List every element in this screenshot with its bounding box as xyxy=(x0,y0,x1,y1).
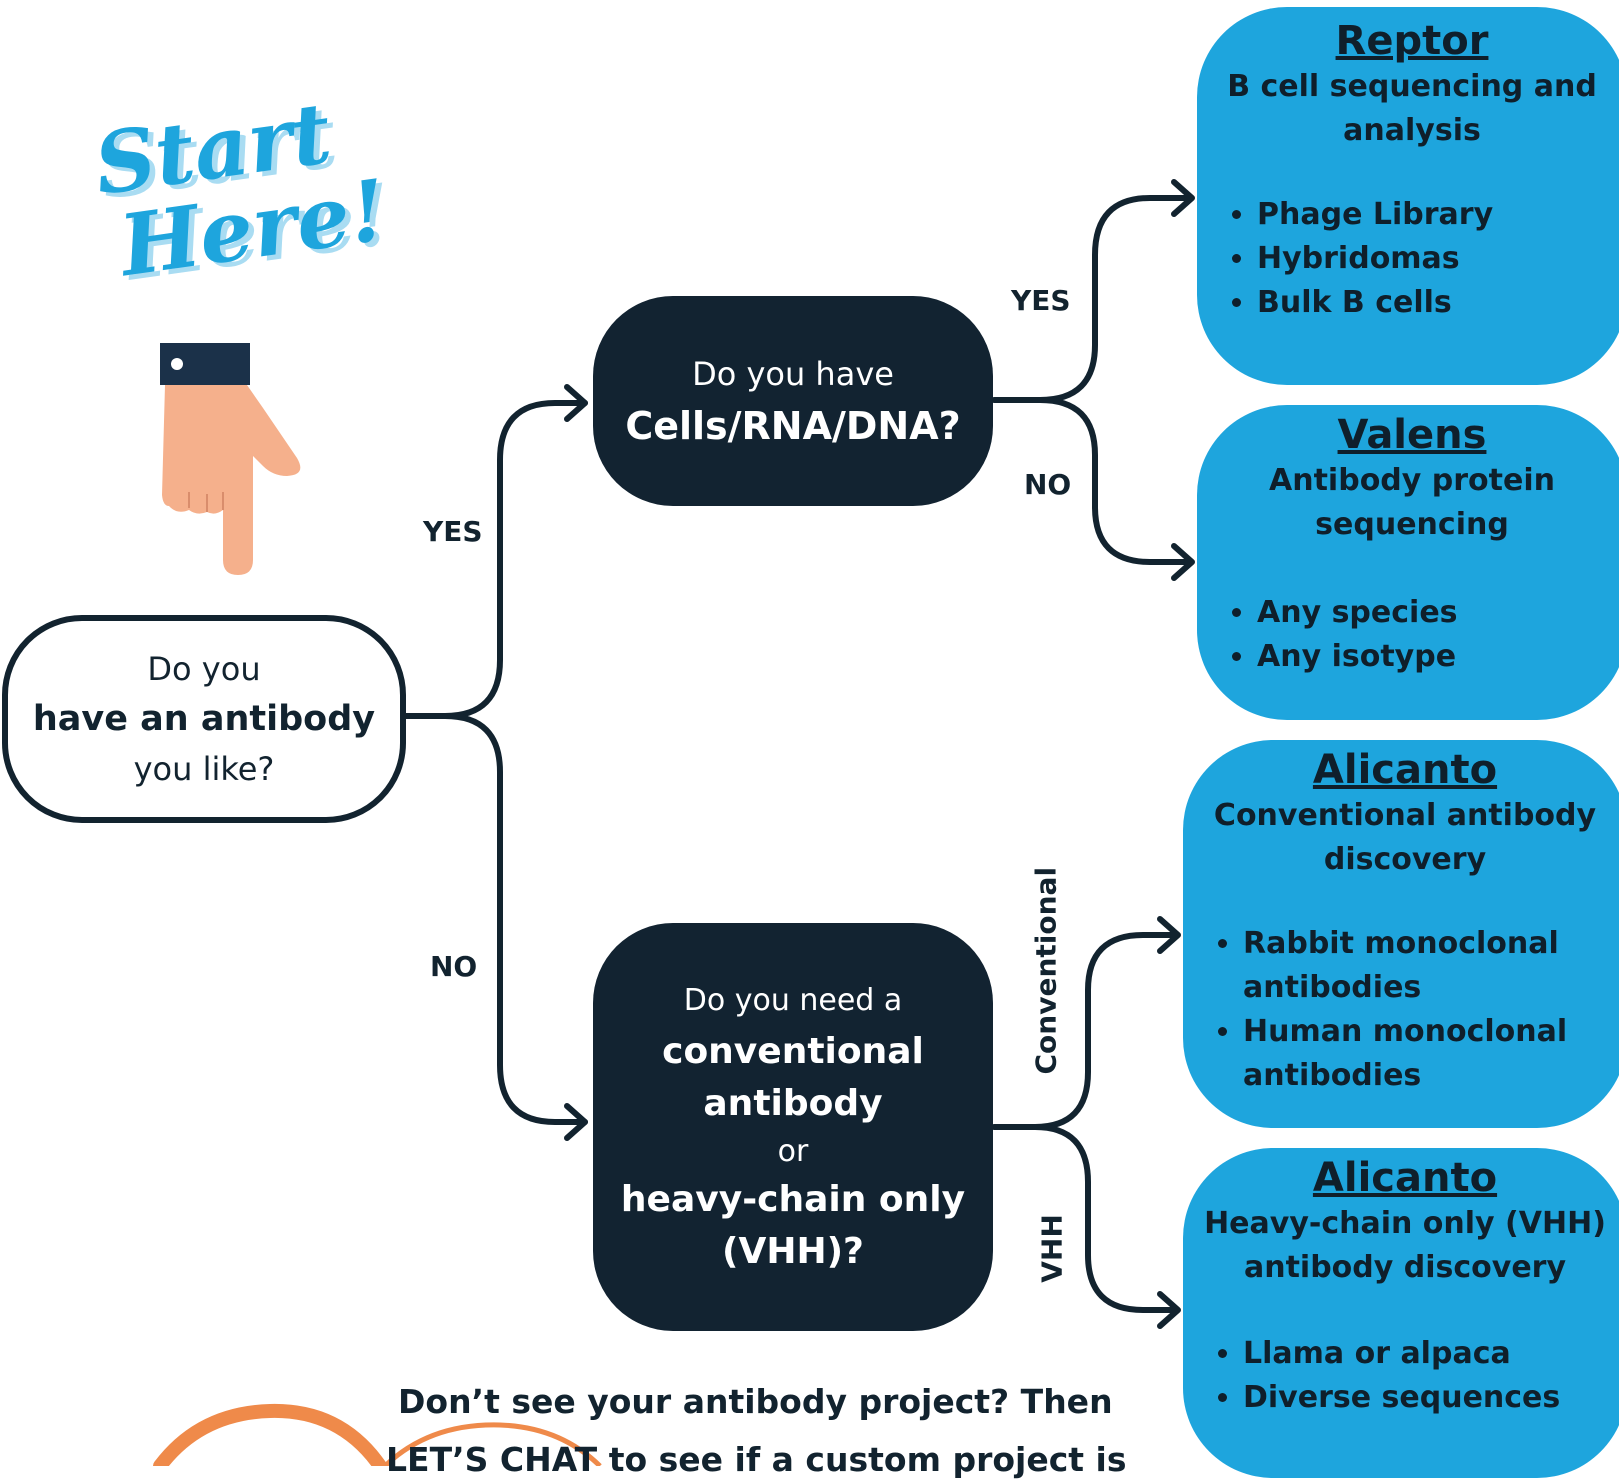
footer-text-line-2: LET’S CHAT to see if a custom project is xyxy=(386,1440,1127,1479)
list-item: Rabbit monoclonal antibodies xyxy=(1243,922,1617,1010)
connector-main xyxy=(391,400,588,719)
list-item: Any isotype xyxy=(1257,635,1619,679)
card-title: Valens xyxy=(1337,412,1487,458)
question-antibody-type[interactable]: Do you need a conventional antibody or h… xyxy=(593,923,993,1331)
antibody-line-1: Do you xyxy=(147,650,261,688)
start-here-heading: Start Here! xyxy=(88,83,392,295)
type-line-5: heavy-chain only xyxy=(620,1179,966,1220)
card-list: Llama or alpaca Diverse sequences xyxy=(1183,1332,1619,1420)
antibody-line-2: have an antibody xyxy=(32,699,376,739)
edge-label-no-cells: NO xyxy=(1024,468,1072,501)
question-cells-rna-dna[interactable]: Do you have Cells/RNA/DNA? xyxy=(593,296,993,506)
type-line-3: antibody xyxy=(703,1083,883,1124)
list-item: Any species xyxy=(1257,591,1619,635)
connector-cells xyxy=(991,195,1193,403)
list-item: Hybridomas xyxy=(1257,237,1619,281)
card-subtitle: Antibody protein sequencing xyxy=(1269,463,1555,542)
list-item: Human monoclonal antibodies xyxy=(1243,1010,1617,1098)
card-subtitle: Conventional antibody discovery xyxy=(1213,798,1597,877)
edge-label-yes-main: YES xyxy=(423,515,483,548)
card-subtitle: B cell sequencing and analysis xyxy=(1227,69,1597,148)
footer-line-2-rest: to see if a custom project is xyxy=(597,1440,1127,1479)
lets-chat-link[interactable]: LET’S CHAT xyxy=(386,1440,598,1479)
card-list: Rabbit monoclonal antibodies Human monoc… xyxy=(1183,922,1619,1098)
footer-text-line-1: Don’t see your antibody project? Then xyxy=(398,1382,1113,1421)
type-line-2: conventional xyxy=(662,1031,924,1072)
card-alicanto-conventional[interactable]: Alicanto Conventional antibody discovery… xyxy=(1183,740,1619,1128)
card-title: Reptor xyxy=(1335,18,1489,64)
card-title: Alicanto xyxy=(1312,747,1498,793)
card-title: Alicanto xyxy=(1312,1155,1498,1201)
edge-label-conventional: Conventional xyxy=(1029,866,1063,1075)
edge-label-no-main: NO xyxy=(430,950,478,983)
type-line-1: Do you need a xyxy=(683,983,903,1018)
edge-label-vhh: VHH xyxy=(1035,1214,1069,1283)
card-list: Phage Library Hybridomas Bulk B cells xyxy=(1197,193,1619,325)
type-line-6: (VHH)? xyxy=(722,1231,864,1272)
question-have-antibody[interactable]: Do you have an antibody you like? xyxy=(2,615,406,823)
list-item: Phage Library xyxy=(1257,193,1619,237)
card-valens[interactable]: Valens Antibody protein sequencing Any s… xyxy=(1197,405,1619,720)
cells-line-1: Do you have xyxy=(692,355,894,393)
type-line-4: or xyxy=(777,1134,809,1169)
orange-circle-decoration xyxy=(153,1403,602,1466)
list-item: Diverse sequences xyxy=(1243,1376,1619,1420)
card-subtitle: Heavy-chain only (VHH) antibody discover… xyxy=(1204,1206,1606,1285)
cells-line-2: Cells/RNA/DNA? xyxy=(625,404,961,448)
card-reptor[interactable]: Reptor B cell sequencing and analysis Ph… xyxy=(1197,7,1619,385)
list-item: Llama or alpaca xyxy=(1243,1332,1619,1376)
pointing-hand-icon xyxy=(160,343,301,575)
card-alicanto-vhh[interactable]: Alicanto Heavy-chain only (VHH) antibody… xyxy=(1183,1148,1619,1478)
antibody-line-3: you like? xyxy=(133,750,275,788)
edge-label-yes-cells: YES xyxy=(1011,284,1071,317)
card-list: Any species Any isotype xyxy=(1197,591,1619,679)
connector-type xyxy=(991,932,1179,1130)
list-item: Bulk B cells xyxy=(1257,281,1619,325)
